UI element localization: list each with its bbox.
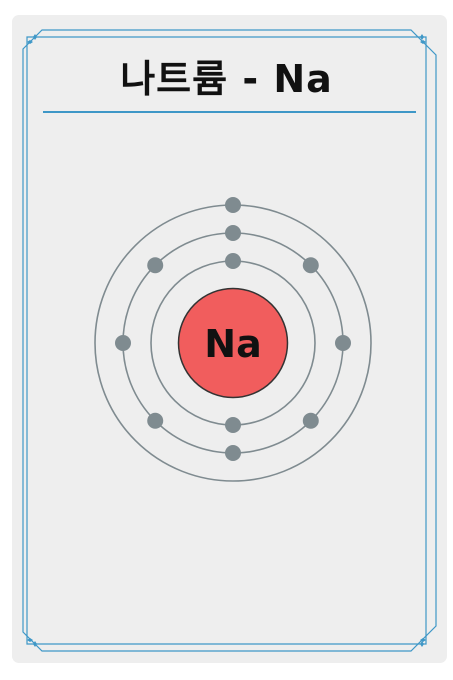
corner-ornaments — [27, 34, 426, 647]
title-symbol: Na — [273, 57, 333, 101]
electron-shell-2-4 — [302, 412, 319, 429]
element-korean-name: 나트륨 — [120, 57, 229, 101]
page-title: 나트륨 - Na — [30, 52, 423, 106]
electron-shell-2-3 — [335, 335, 351, 351]
electron-shell-2-1 — [225, 225, 241, 241]
title-divider — [43, 111, 416, 113]
electron-shell-1-2 — [225, 417, 241, 433]
electron-shell-2-5 — [225, 445, 241, 461]
electron-shell-2-6 — [147, 412, 164, 429]
nucleus-symbol: Na — [204, 322, 261, 366]
electron-shell-2-2 — [302, 257, 319, 274]
title-separator: - — [242, 57, 260, 101]
electron-shell-3-1 — [225, 197, 241, 213]
electron-shell-1-1 — [225, 253, 241, 269]
electron-shell-2-7 — [115, 335, 131, 351]
electron-shell-2-8 — [147, 257, 164, 274]
nucleus — [177, 287, 289, 399]
